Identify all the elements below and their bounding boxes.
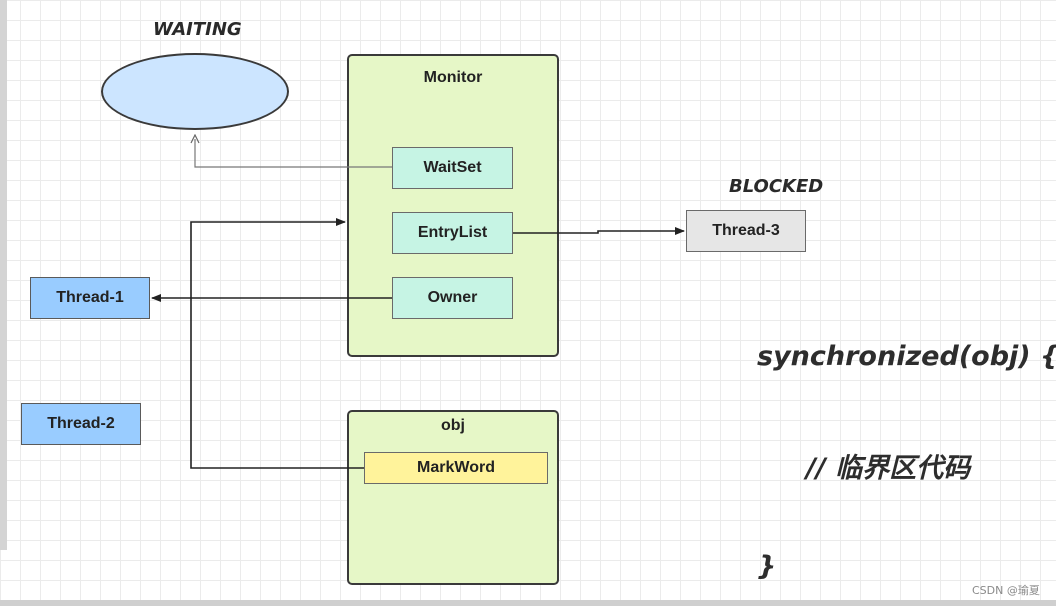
- obj-container: obj: [347, 410, 559, 585]
- obj-title: obj: [441, 417, 465, 434]
- waitset-to-waiting-connector: [195, 139, 392, 168]
- owner-box: Owner: [392, 277, 513, 319]
- waiting-ellipse: [101, 53, 289, 130]
- thread-1-box: Thread-1: [30, 277, 150, 319]
- code-line-1: synchronized(obj) {: [757, 341, 1056, 372]
- thread-3-box: Thread-3: [686, 210, 806, 252]
- monitor-title: Monitor: [423, 69, 483, 86]
- markword-box: MarkWord: [364, 452, 548, 484]
- markword-to-monitor-connector: [190, 218, 364, 469]
- code-line-2: // 临界区代码: [806, 453, 971, 484]
- left-edge-strip: [0, 0, 7, 550]
- watermark: CSDN @瑜夏: [972, 584, 1040, 597]
- entrylist-to-thread-3-connector: [513, 227, 685, 235]
- thread-2-box: Thread-2: [21, 403, 141, 445]
- bottom-edge-strip: [0, 600, 1056, 606]
- blocked-label: BLOCKED: [729, 176, 824, 197]
- entrylist-box: EntryList: [392, 212, 513, 254]
- waiting-label: WAITING: [153, 19, 242, 40]
- code-line-3: }: [757, 551, 777, 582]
- waitset-box: WaitSet: [392, 147, 513, 189]
